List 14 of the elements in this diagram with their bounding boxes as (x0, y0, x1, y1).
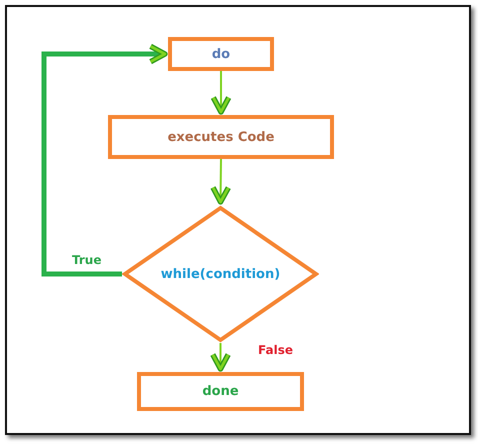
decision-diamond (122, 205, 319, 343)
process-box (137, 372, 304, 411)
node-text: done (202, 384, 239, 399)
node-text: while(condition) (160, 266, 280, 282)
process-box (108, 115, 334, 159)
arrow (210, 71, 232, 115)
edge-label: False (258, 343, 293, 357)
node-text: executes Code (168, 130, 274, 144)
arrow (210, 158, 232, 205)
node-text: do (212, 46, 230, 62)
process-box (168, 37, 274, 71)
arrow (210, 343, 231, 372)
edge-label: True (72, 253, 102, 267)
arrow (42, 44, 168, 276)
